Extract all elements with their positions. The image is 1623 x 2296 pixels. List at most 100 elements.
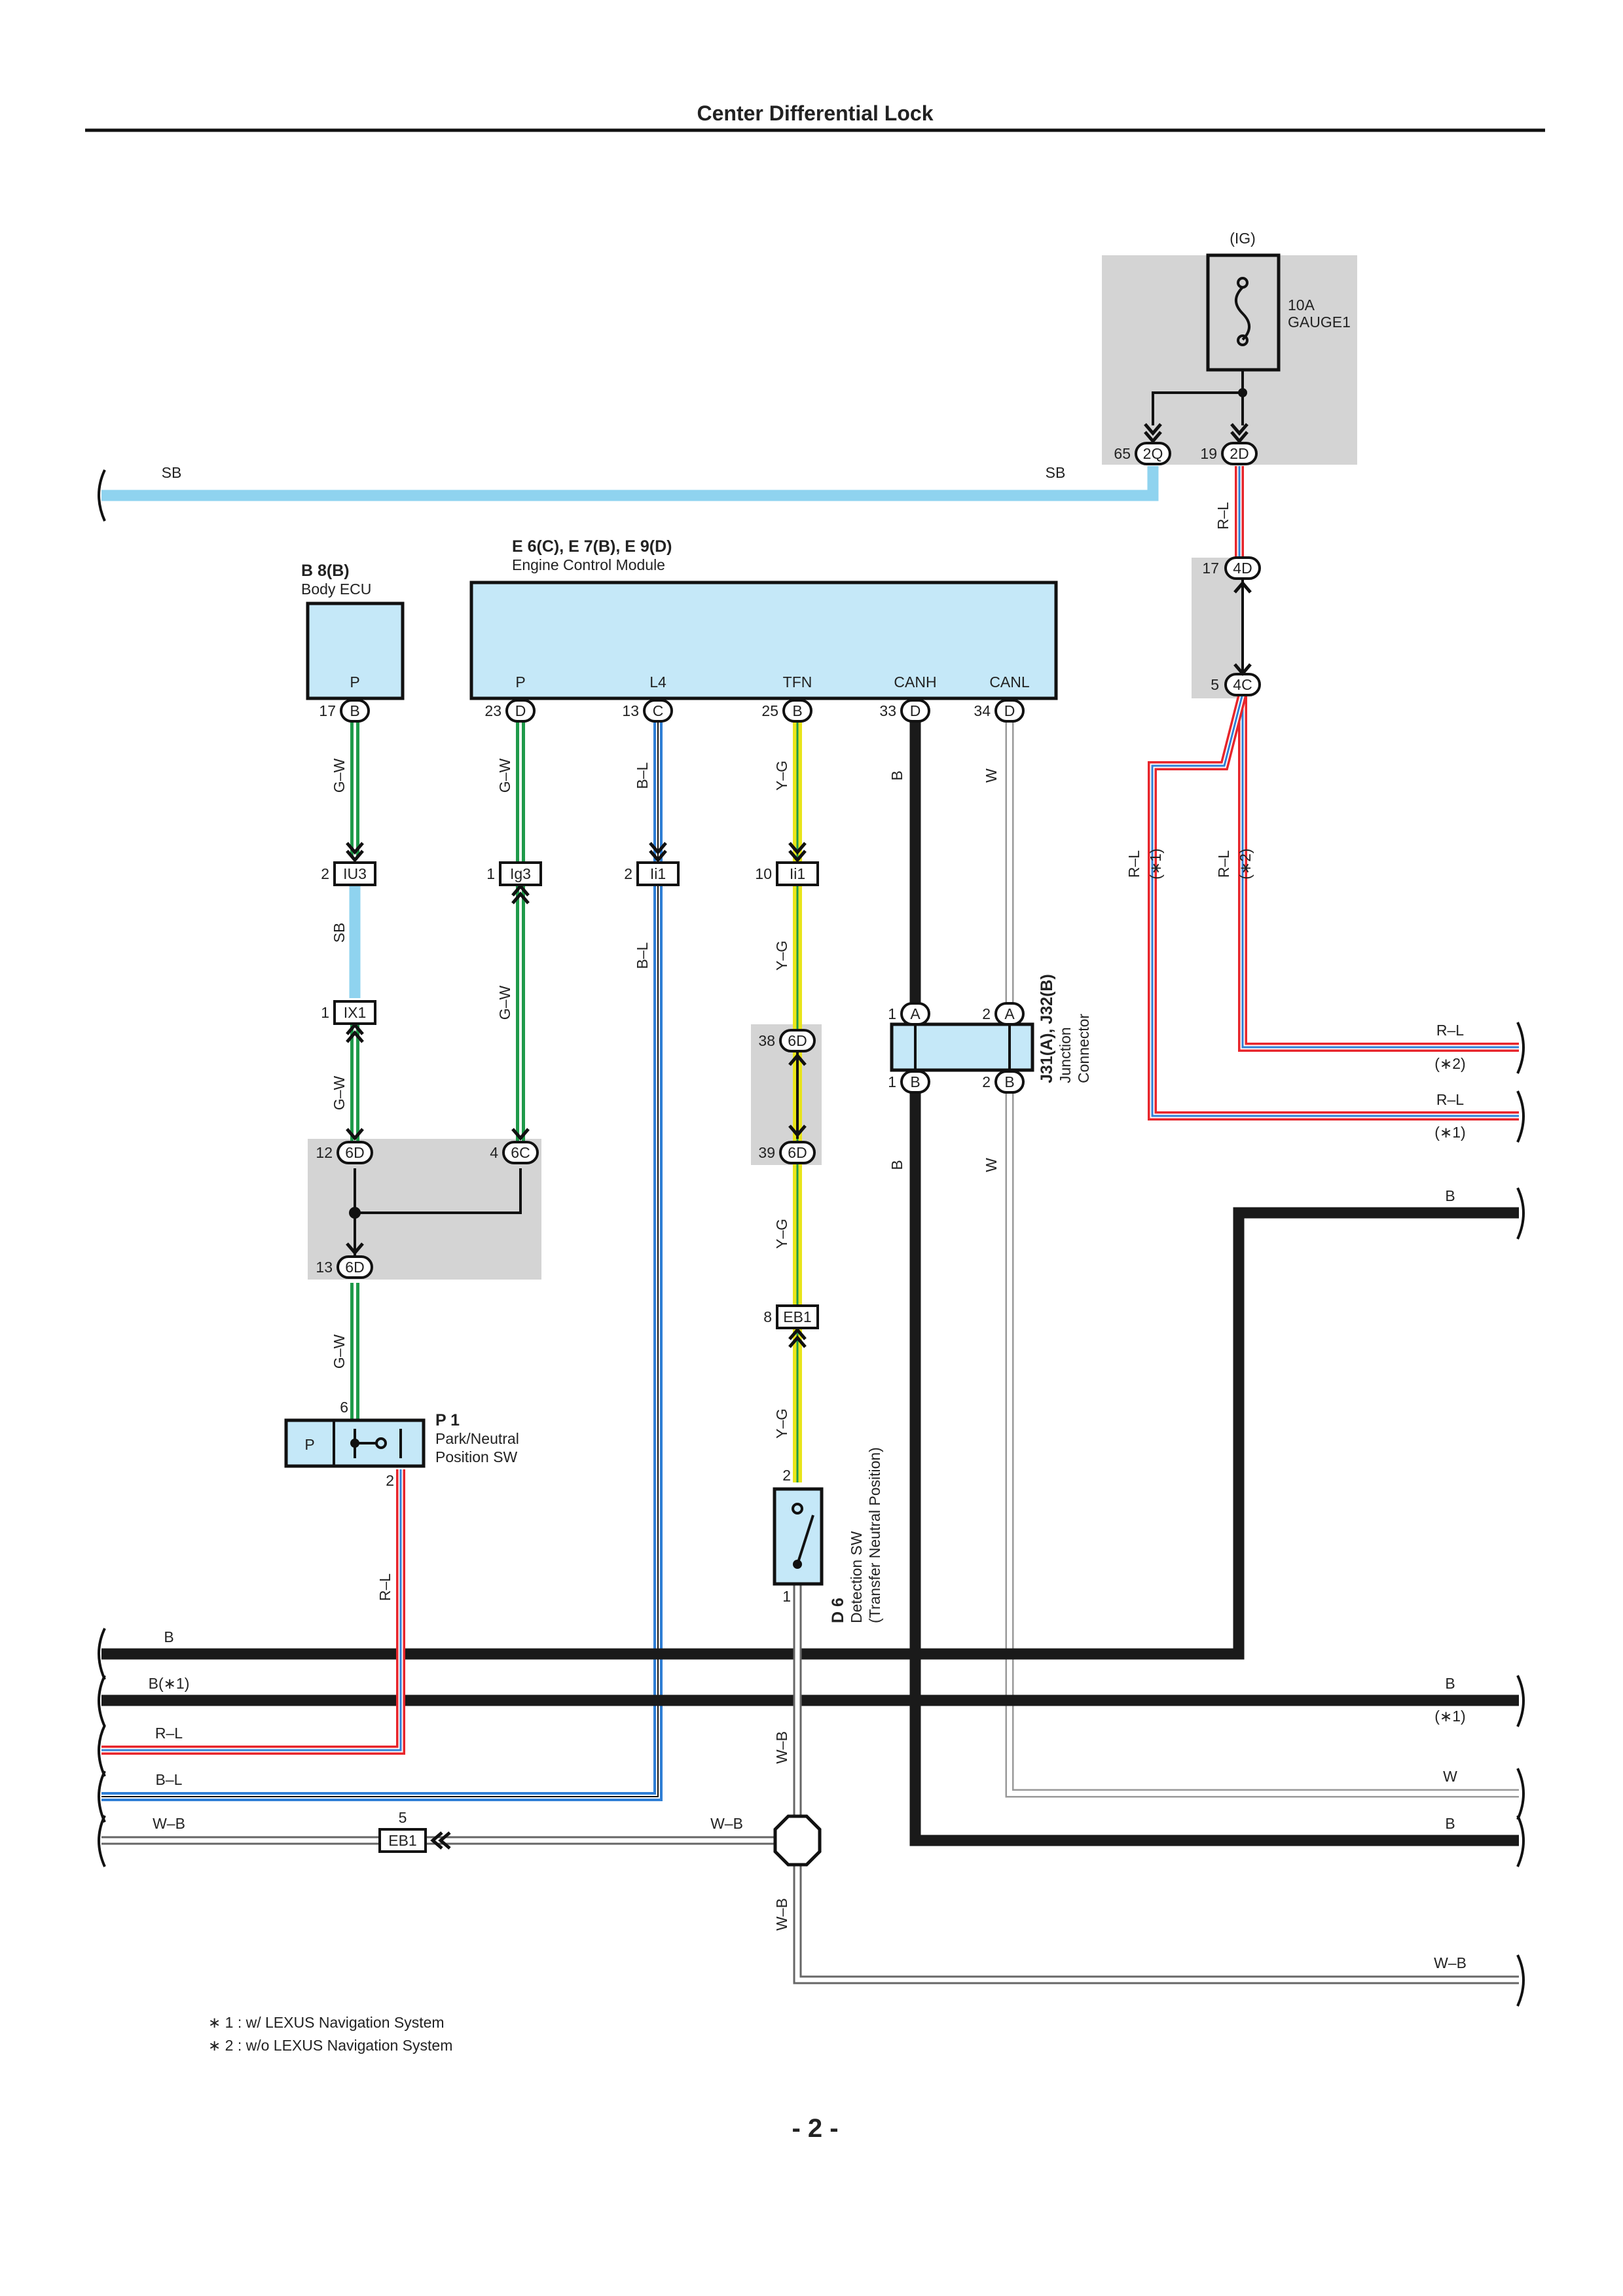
wire-label-n2: (∗2) [1237, 848, 1254, 879]
wire-label-b-r2-note: (∗1) [1434, 1708, 1465, 1725]
body-ecu-code: B 8(B) [301, 562, 350, 580]
conn-Ig3: Ig3 [510, 865, 531, 882]
wire-label-sb-mid: SB [331, 923, 348, 943]
jc-B2: B [1004, 1073, 1014, 1090]
conn-ecm-D-l: D [1004, 702, 1015, 719]
term-10-Ii1: 10 [755, 865, 772, 882]
conn-ecm-D-h: D [910, 702, 921, 719]
wire-label-yg3: Y–G [773, 1219, 790, 1249]
wire-label-bl-l: B–L [156, 1771, 183, 1788]
wire-sb [101, 466, 1159, 501]
wire-rl-n1 [1148, 692, 1519, 1121]
wire-break-marks [98, 469, 1525, 2007]
jc-B1: B [910, 1073, 920, 1090]
fuse-name: GAUGE1 [1288, 314, 1351, 331]
wire-label-b-canh2: B [888, 1160, 905, 1170]
conn-2D: 2D [1230, 445, 1249, 462]
footnote-2: ∗ 2 : w/o LEXUS Navigation System [208, 2037, 452, 2054]
jc-term-2A: 2 [982, 1005, 991, 1022]
fuse-group-label: (IG) [1230, 230, 1256, 247]
wire-label-wb-v2: W–B [773, 1898, 790, 1931]
ecm-pin-p: P [515, 673, 525, 691]
wire-label-rl-l: R–L [155, 1725, 183, 1742]
conn-6D-13: 6D [345, 1259, 364, 1276]
body-ecu-name: Body ECU [301, 581, 371, 598]
conn-6C-4: 6C [511, 1144, 530, 1161]
term-1-IX1: 1 [321, 1004, 329, 1021]
term-17: 17 [319, 702, 336, 719]
term-5-4C: 5 [1211, 676, 1219, 693]
wire-w-canl [1005, 720, 1519, 1798]
conn-IU3: IU3 [343, 865, 367, 882]
wire-label-b-l2: B(∗1) [149, 1675, 190, 1692]
wire-label-b-l1: B [164, 1628, 173, 1645]
conn-body-ecu-B: B [350, 702, 359, 719]
wire-label-sb-right: SB [1046, 464, 1066, 481]
connector-pills [337, 442, 1261, 1279]
jc-A2: A [1004, 1005, 1015, 1022]
wire-label-rl-fuse: R–L [1214, 502, 1231, 529]
wire-label-rl-r2: R–L [1436, 1091, 1464, 1108]
wire-label-sb-left: SB [162, 464, 182, 481]
wire-label-b-r1: B [1445, 1187, 1455, 1204]
wire-label-w-canl: W [983, 768, 1000, 783]
term-1-Ig3: 1 [486, 865, 495, 882]
d6-code: D 6 [829, 1598, 847, 1623]
wire-label-wb-r: W–B [1434, 1954, 1467, 1971]
wire-label-wb-l: W–B [153, 1815, 185, 1832]
d6-name2: (Transfer Neutral Position) [866, 1447, 883, 1623]
body-ecu-box [306, 601, 405, 700]
wire-label-gw1: G–W [331, 759, 348, 793]
wire-label-rl-p: R–L [376, 1573, 393, 1601]
wire-b-canh-lower [909, 1086, 1519, 1846]
term-39: 39 [758, 1144, 775, 1161]
wire-label-rl-n1: R–L [1125, 850, 1142, 878]
wire-label-rl-r1-note: (∗2) [1434, 1055, 1465, 1072]
ground-junction [773, 1814, 822, 1867]
conn-4D: 4D [1233, 560, 1252, 577]
conn-EB1-5: EB1 [388, 1832, 416, 1849]
jc-name1: Junction [1057, 1027, 1074, 1083]
wire-b-main [101, 1207, 1519, 1660]
p1-code: P 1 [435, 1411, 460, 1429]
p1-pin-label: P [304, 1436, 314, 1453]
vertical-wire-labels: R–L G–W G–W B–L Y–G B W R–L (∗1) R–L (∗2… [331, 502, 1254, 1931]
conn-EB1-8: EB1 [783, 1308, 811, 1325]
detection-switch [773, 1487, 824, 1586]
term-19: 19 [1200, 445, 1217, 462]
conn-6D-39: 6D [788, 1144, 807, 1161]
term-2-IU3: 2 [321, 865, 329, 882]
connector-boxes [333, 861, 819, 1853]
ecm-box [469, 581, 1058, 700]
term-38: 38 [758, 1032, 775, 1049]
wire-label-yg4: Y–G [773, 1408, 790, 1439]
term-2-Ii1: 2 [624, 865, 632, 882]
d6-labels: D 6 Detection SW (Transfer Neutral Posit… [829, 1447, 883, 1623]
ecm-pin-canh: CANH [894, 673, 936, 691]
junction-connector-box [890, 1022, 1034, 1072]
conn-ecm-C: C [653, 702, 664, 719]
p1-term-2: 2 [386, 1472, 394, 1489]
jc-code: J31(A), J32(B) [1038, 974, 1056, 1083]
footnote-1: ∗ 1 : w/ LEXUS Navigation System [208, 2014, 445, 2031]
wire-label-bl2: B–L [634, 942, 651, 969]
d6-name1: Detection SW [848, 1531, 865, 1623]
conn-4C: 4C [1233, 676, 1252, 693]
d6-term-1: 1 [782, 1588, 791, 1605]
conn-ecm-D-p: D [515, 702, 526, 719]
conn-6D-12: 6D [345, 1144, 364, 1161]
wire-label-rl-n2: R–L [1215, 850, 1232, 878]
wire-label-b-r2: B [1445, 1675, 1455, 1692]
connector-chevrons [346, 423, 1252, 1850]
wire-label-rl-r2-note: (∗1) [1434, 1124, 1465, 1141]
ecm-pin-l4: L4 [649, 673, 666, 691]
ecm-pin-tfn: TFN [783, 673, 812, 691]
wire-label-yg1: Y–G [773, 761, 790, 791]
term-5-EB1: 5 [399, 1809, 407, 1826]
fuse-gauge1 [1152, 253, 1281, 425]
term-34: 34 [974, 702, 991, 719]
conn-IX1: IX1 [344, 1004, 367, 1021]
wire-label-gw4: G–W [331, 1076, 348, 1111]
jc-term-1B: 1 [888, 1073, 896, 1090]
wire-label-rl-r1: R–L [1436, 1022, 1464, 1039]
